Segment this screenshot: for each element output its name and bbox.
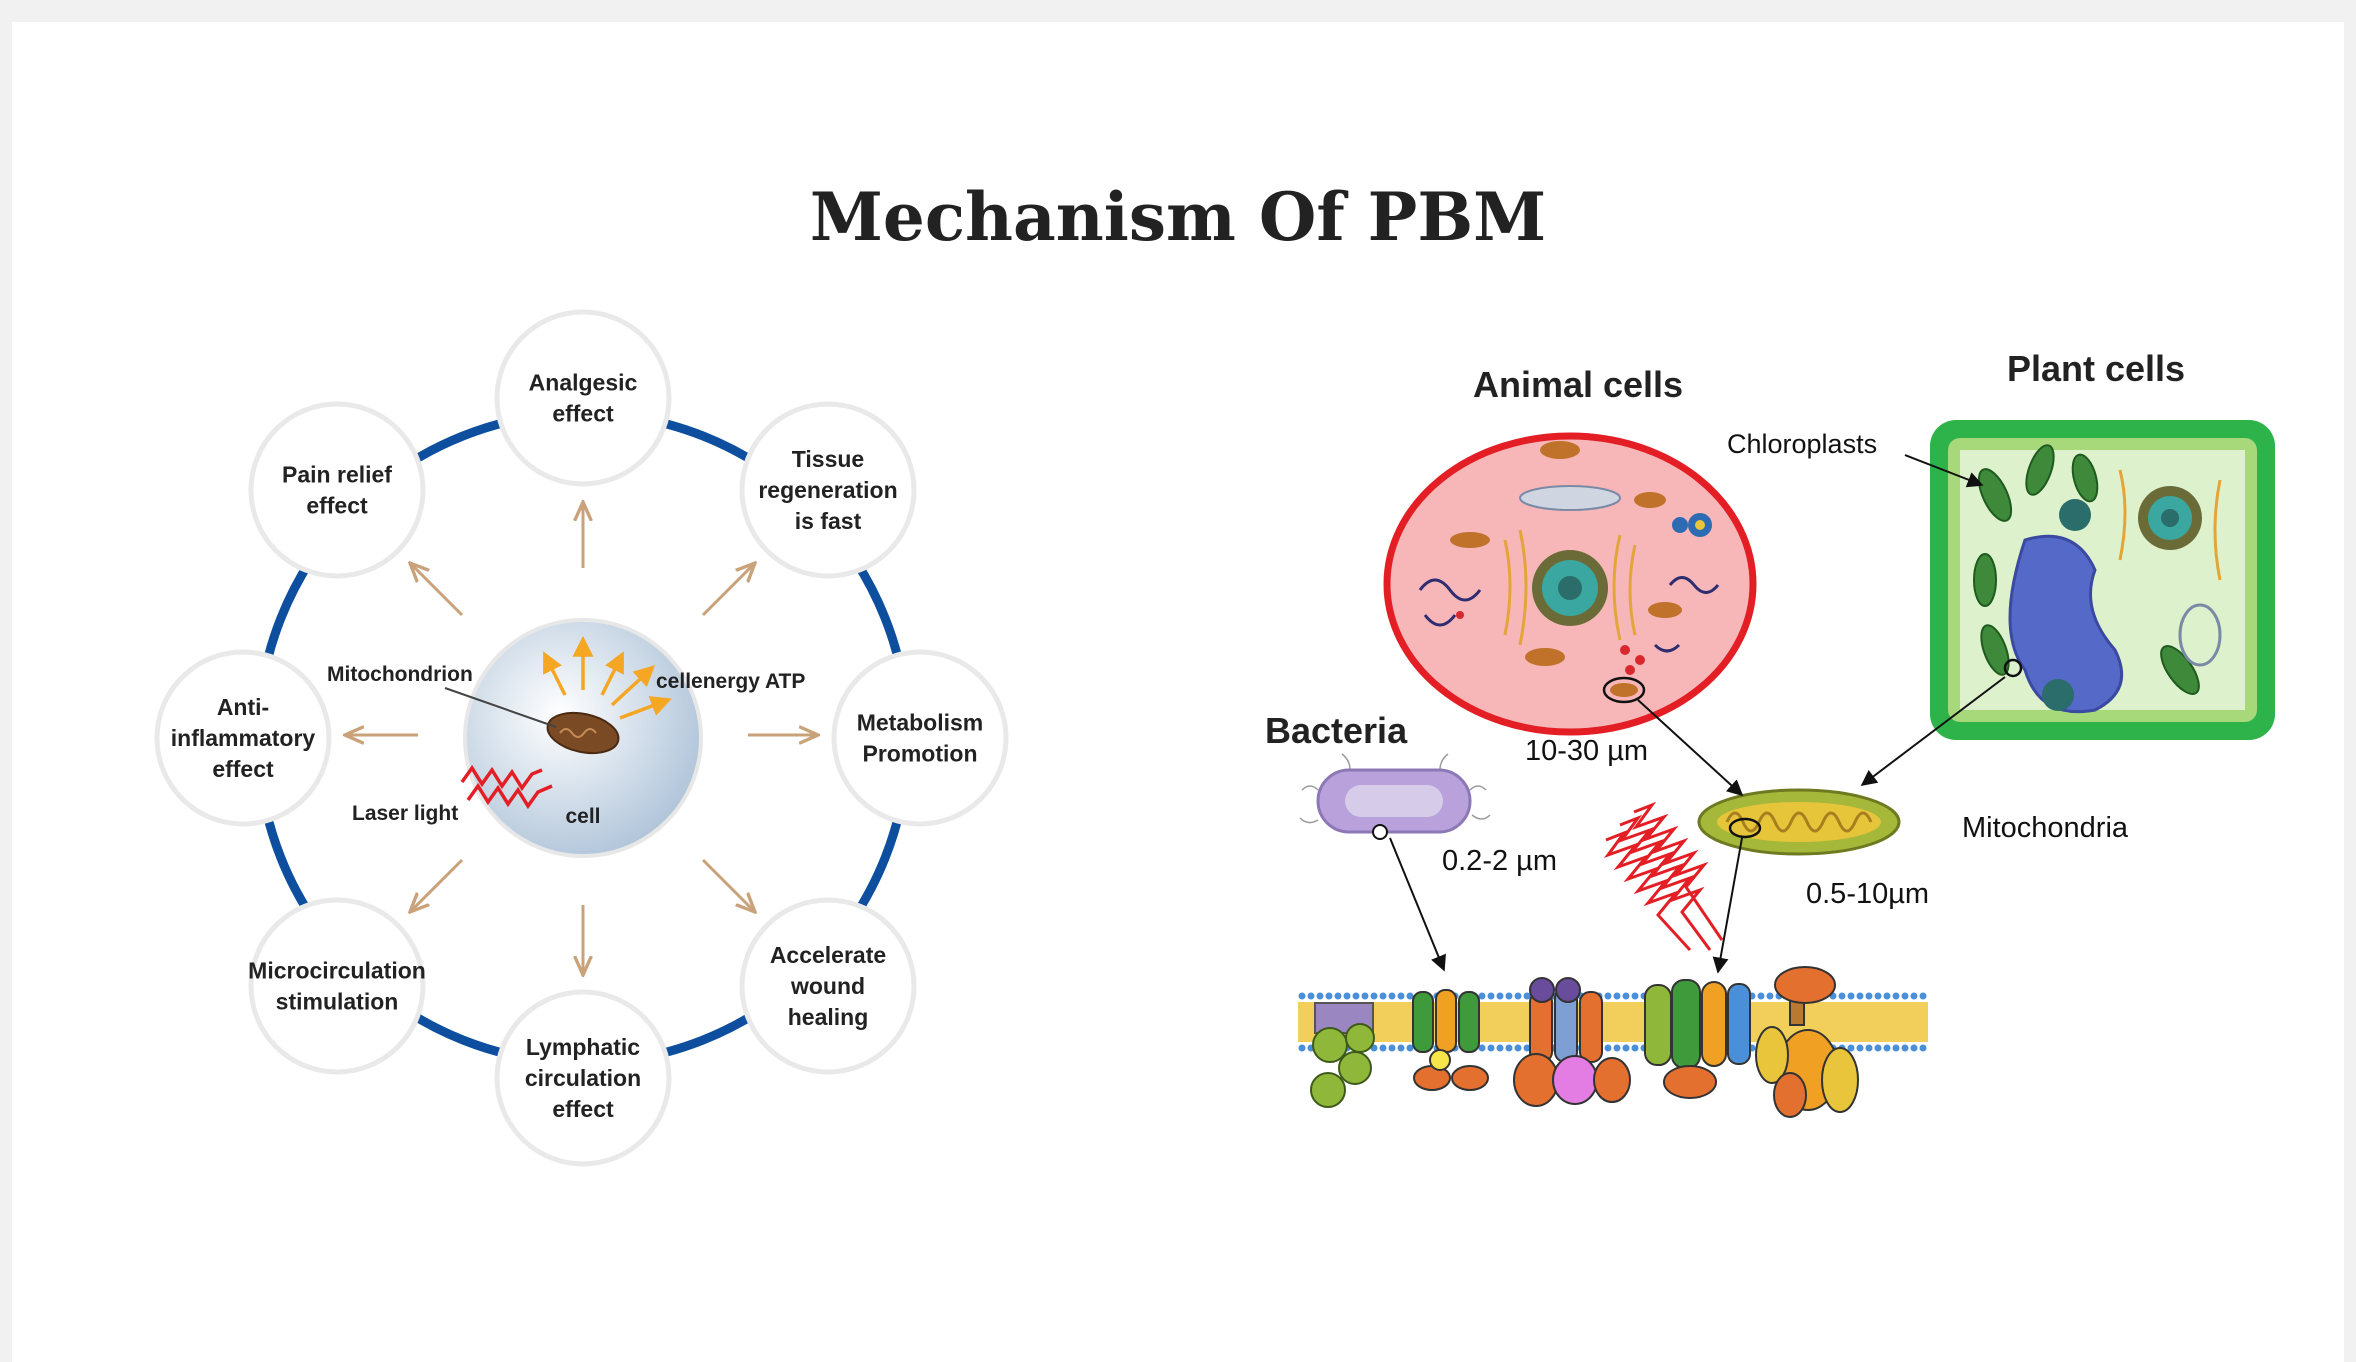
animal-cell bbox=[1383, 432, 1757, 736]
effect-label: Metabolism bbox=[857, 710, 984, 736]
effect-node: Lymphatic circulation effect bbox=[494, 989, 672, 1167]
laser-icon bbox=[460, 764, 553, 810]
effect-label: Promotion bbox=[863, 741, 978, 767]
effect-label: stimulation bbox=[276, 989, 399, 1015]
effect-label: Accelerate bbox=[770, 942, 886, 968]
effect-label: regeneration bbox=[758, 477, 897, 503]
effect-node: Pain relief effect bbox=[248, 401, 426, 579]
mitochondrion-pointer bbox=[444, 687, 557, 728]
bacteria-cell bbox=[1299, 753, 1491, 840]
effect-node: Microcirculation stimulation bbox=[248, 897, 426, 1075]
mitochondrion-label: Mitochondrion bbox=[327, 663, 473, 686]
effect-label: circulation bbox=[525, 1065, 641, 1091]
plant-cells-title: Plant cells bbox=[2007, 348, 2185, 389]
effect-label: is fast bbox=[795, 508, 862, 534]
laser-label: Laser light bbox=[352, 802, 458, 825]
effect-label: healing bbox=[788, 1004, 869, 1030]
energy-label: cellenergy ATP bbox=[656, 670, 805, 693]
cell-types-diagram: Animal cells Plant cells bbox=[1265, 348, 2275, 1118]
pointer-arrows bbox=[1389, 676, 2006, 974]
mitochondria-organelle bbox=[1697, 788, 1901, 856]
effect-node: Tissue regeneration is fast bbox=[739, 401, 917, 579]
mitochondria-label: Mitochondria bbox=[1962, 812, 2129, 844]
effect-label: inflammatory bbox=[171, 725, 316, 751]
effect-node: Accelerate wound healing bbox=[739, 897, 917, 1075]
effect-label: Lymphatic bbox=[526, 1034, 640, 1060]
effect-label: effect bbox=[552, 1096, 614, 1122]
animal-cells-title: Animal cells bbox=[1473, 364, 1683, 405]
effect-arrows bbox=[345, 502, 818, 975]
effect-label: effect bbox=[306, 493, 368, 519]
membrane-laser-icon bbox=[1603, 801, 1724, 952]
effect-label: Anti- bbox=[217, 694, 269, 720]
bacteria-size-label: 0.2-2 µm bbox=[1442, 845, 1557, 877]
effect-node: Analgesic effect bbox=[494, 309, 672, 487]
effect-label: Analgesic bbox=[529, 370, 638, 396]
page-title: Mechanism Of PBM bbox=[809, 178, 1547, 256]
effect-label: effect bbox=[552, 401, 614, 427]
effect-label: effect bbox=[212, 756, 274, 782]
effect-label: Pain relief bbox=[282, 462, 392, 488]
chloroplasts-pointer bbox=[1904, 454, 1984, 488]
chloroplasts-label: Chloroplasts bbox=[1727, 429, 1877, 459]
effect-label: wound bbox=[790, 973, 865, 999]
cell-membrane bbox=[1298, 966, 1928, 1118]
mito-size-label: 0.5-10µm bbox=[1806, 878, 1929, 910]
plant-cell bbox=[1930, 420, 2275, 740]
bacteria-label: Bacteria bbox=[1265, 710, 1408, 751]
effect-label: Microcirculation bbox=[248, 958, 426, 984]
cell-label: cell bbox=[565, 805, 600, 828]
effect-node: Anti-inflammatory effect bbox=[154, 649, 332, 827]
effect-label: Tissue bbox=[792, 446, 864, 472]
animal-size-label: 10-30 µm bbox=[1525, 735, 1648, 767]
atp-rays bbox=[543, 635, 672, 720]
